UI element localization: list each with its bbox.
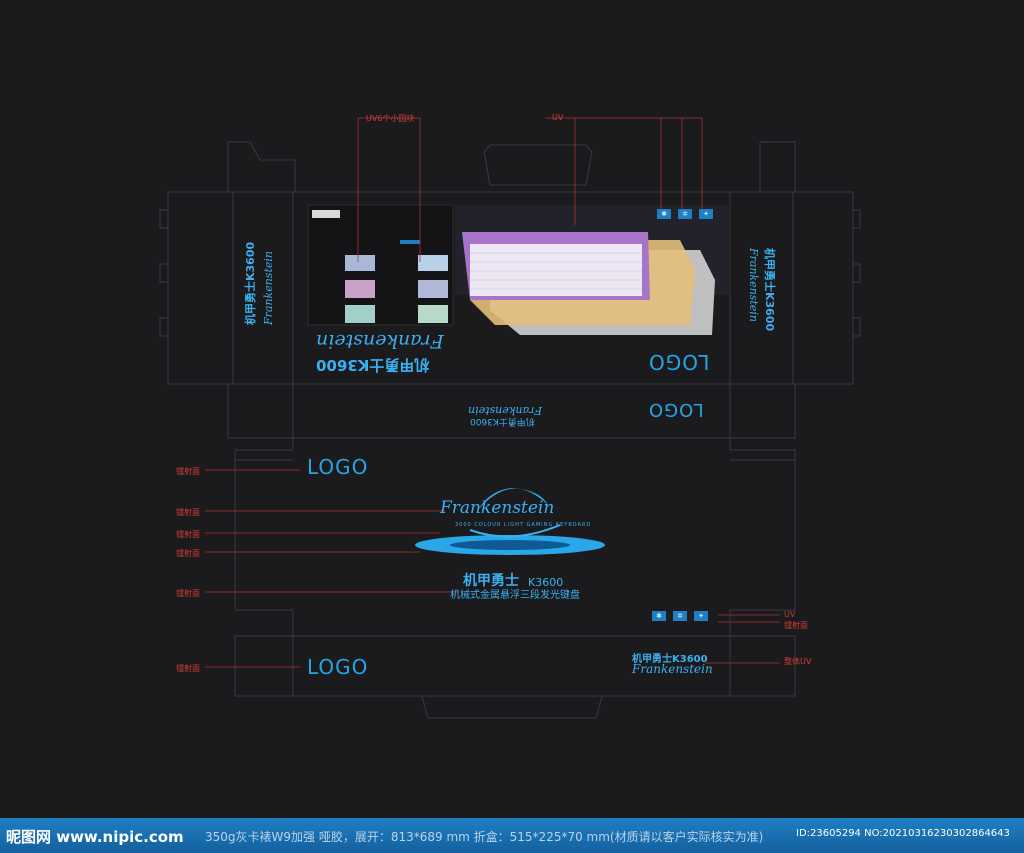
uv-icon-4: ✱ xyxy=(652,611,666,621)
brand-en-bottom: Frankenstein xyxy=(632,662,713,676)
uv-icon-5: ✲ xyxy=(673,611,687,621)
annotation-radiation-4: 镭射面 xyxy=(176,549,200,558)
watermark-footer: 昵图网 www.nipic.com 350g灰卡裱W9加强 哑胶，展开：813*… xyxy=(0,818,1024,853)
annotation-radiation-5: 镭射面 xyxy=(176,589,200,598)
logo-top: LOGO xyxy=(648,350,710,374)
image-id-text: ID:23605294 NO:20210316230302864643 xyxy=(796,828,1010,839)
uv-icon-2: ✲ xyxy=(678,209,692,219)
logo-middle: LOGO xyxy=(648,399,704,420)
watermark-site: 昵图网 www.nipic.com xyxy=(6,828,184,846)
logo-front: LOGO xyxy=(307,455,369,479)
annotation-uv-2: UV xyxy=(784,610,796,619)
brand-cn-top: 机甲勇士K3600 xyxy=(316,356,430,374)
logo-bottom: LOGO xyxy=(307,655,369,679)
brand-cn-bottom: 机甲勇士K3600 xyxy=(632,654,708,665)
brand-cn-front: 机甲勇士 xyxy=(463,573,519,589)
brand-en-front: Frankenstein xyxy=(440,498,555,518)
uv-icon-3: ✦ xyxy=(699,209,713,219)
uv-icon-1: ✱ xyxy=(657,209,671,219)
annotation-radiation-6: 镭射面 xyxy=(176,664,200,673)
model-front: K3600 xyxy=(528,576,564,589)
annotation-radiation-1: 镭射面 xyxy=(176,467,200,476)
annotation-radiation-7: 镭射面 xyxy=(784,621,808,630)
spec-leaflet-area xyxy=(307,204,454,326)
annotation-radiation-3: 镭射面 xyxy=(176,530,200,539)
annotation-whole-uv: 整体UV xyxy=(784,657,812,666)
subtitle-cn-front: 机械式金属悬浮三段发光键盘 xyxy=(450,590,580,601)
keyboard-illustration xyxy=(455,205,730,335)
brand-cn-middle: 机甲勇士K3600 xyxy=(470,416,535,426)
annotation-radiation-2: 镭射面 xyxy=(176,508,200,517)
annotation-uv6: UV6个小圆块 xyxy=(366,114,415,123)
spec-text: 350g灰卡裱W9加强 哑胶，展开：813*689 mm 折盒：515*225*… xyxy=(205,830,764,844)
uv-icon-6: ✦ xyxy=(694,611,708,621)
front-emblem xyxy=(415,488,605,555)
subtitle-en-front: 3000 COLOUR LIGHT GAMING KEYBOARD xyxy=(455,522,592,528)
annotation-uv: UV xyxy=(552,113,564,122)
brand-en-top: Frankenstein xyxy=(316,330,444,352)
